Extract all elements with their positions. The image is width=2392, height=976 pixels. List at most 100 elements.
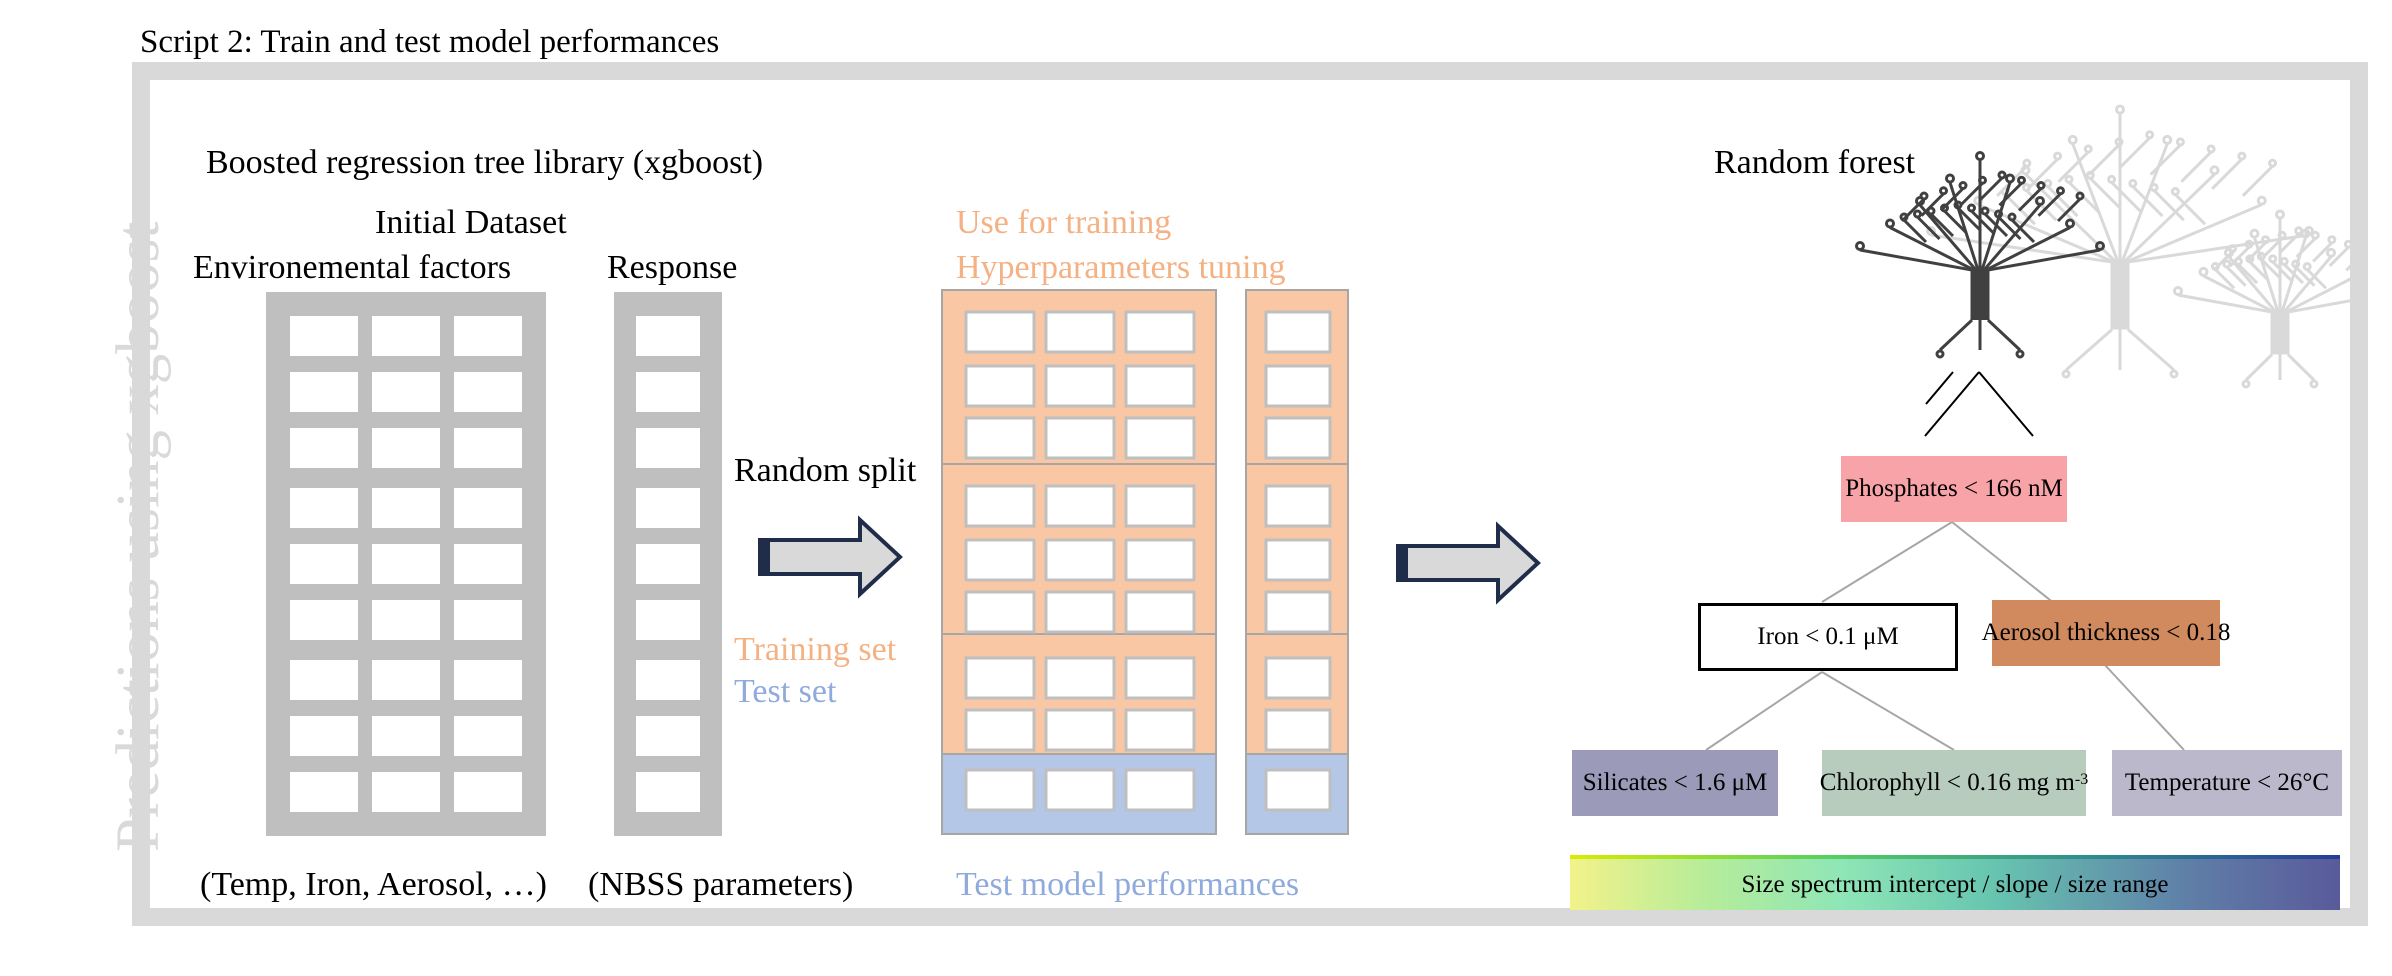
color-legend-bar: Size spectrum intercept / slope / size r…: [1570, 855, 2340, 910]
split-cell: [964, 484, 1036, 528]
split-cell: [1264, 310, 1332, 354]
split-cell: [1264, 590, 1332, 634]
response-cell: [636, 660, 700, 700]
split-cell: [964, 708, 1036, 752]
env-label: Environemental factors: [193, 249, 512, 286]
split-cell: [1264, 656, 1332, 700]
env-cell: [372, 316, 440, 356]
split-cell: [1264, 364, 1332, 408]
split-cell: [964, 538, 1036, 582]
env-cell: [454, 488, 522, 528]
env-cell: [454, 544, 522, 584]
env-cell: [290, 544, 358, 584]
response-cell: [636, 544, 700, 584]
test-set-label: Test set: [734, 673, 837, 710]
split-cell: [964, 416, 1036, 460]
node-chlorophyll: Chlorophyll < 0.16 mg m-3: [1819, 750, 2089, 816]
split-cell: [1044, 656, 1116, 700]
response-cell: [636, 428, 700, 468]
split-cell: [1124, 656, 1196, 700]
split-cell: [1124, 484, 1196, 528]
split-cell: [1044, 768, 1116, 812]
node-phosphates: Phosphates < 166 nM: [1841, 456, 2067, 522]
split-cell: [1264, 484, 1332, 528]
env-cell: [372, 428, 440, 468]
test-performances-label: Test model performances: [956, 866, 1300, 903]
left-heading: Boosted regression tree library (xgboost…: [206, 144, 764, 181]
response-cell: [636, 600, 700, 640]
response-cell: [636, 488, 700, 528]
response-cell: [636, 372, 700, 412]
split-cell: [964, 768, 1036, 812]
env-cell: [290, 316, 358, 356]
node-iron: Iron < 0.1 μM: [1698, 603, 1958, 671]
split-cell: [1044, 364, 1116, 408]
split-cell: [1044, 416, 1116, 460]
split-cell: [964, 590, 1036, 634]
env-cell: [290, 772, 358, 812]
env-cell: [290, 660, 358, 700]
node-aerosol-thickness: Aerosol thickness < 0.18: [1982, 600, 2230, 666]
response-footer: (NBSS parameters): [588, 866, 854, 903]
env-cell: [372, 372, 440, 412]
env-cell: [372, 716, 440, 756]
env-cell: [454, 428, 522, 468]
split-cell: [1124, 768, 1196, 812]
use-for-training-label: Use for training: [956, 204, 1172, 241]
env-cell: [290, 488, 358, 528]
env-cell: [290, 600, 358, 640]
split-cell: [1044, 590, 1116, 634]
env-cell: [290, 428, 358, 468]
env-cell: [372, 600, 440, 640]
model-arrow: [1396, 521, 1541, 605]
random-forest-tree-icon: [1855, 104, 2360, 389]
split-cell: [1044, 538, 1116, 582]
random-forest-heading: Random forest: [1714, 144, 1916, 181]
env-cell: [454, 772, 522, 812]
env-footer: (Temp, Iron, Aerosol, …): [200, 866, 547, 903]
node-temperature: Temperature < 26°C: [2112, 750, 2342, 816]
split-cell: [964, 310, 1036, 354]
env-cell: [454, 372, 522, 412]
env-cell: [454, 316, 522, 356]
env-cell: [454, 716, 522, 756]
split-cell: [1264, 768, 1332, 812]
env-cell: [290, 372, 358, 412]
env-cell: [372, 772, 440, 812]
env-cell: [372, 488, 440, 528]
env-cell: [372, 544, 440, 584]
split-cell: [1124, 416, 1196, 460]
side-title: Predictions using xgboost: [105, 221, 172, 852]
split-cell: [1044, 708, 1116, 752]
page-title: Script 2: Train and test model performan…: [140, 24, 720, 60]
hyperparameters-tuning-label: Hyperparameters tuning: [956, 249, 1286, 286]
env-factors-grid: [266, 292, 546, 836]
node-chlorophyll-label: Chlorophyll < 0.16 mg m: [1819, 769, 2075, 796]
response-cell: [636, 772, 700, 812]
split-cell: [964, 364, 1036, 408]
env-cell: [454, 660, 522, 700]
env-cell: [454, 600, 522, 640]
node-chlorophyll-exponent: -3: [2074, 771, 2089, 788]
split-cell: [1044, 310, 1116, 354]
split-cell: [1124, 364, 1196, 408]
split-cell: [1124, 708, 1196, 752]
response-column: [614, 292, 722, 836]
split-cell: [1124, 590, 1196, 634]
response-cell: [636, 716, 700, 756]
response-label: Response: [607, 249, 738, 286]
split-cell: [1124, 310, 1196, 354]
node-silicates: Silicates < 1.6 μM: [1572, 750, 1778, 816]
split-cell: [1264, 708, 1332, 752]
decision-tree-edges: [1925, 371, 1954, 405]
split-cell: [1264, 538, 1332, 582]
train-test-split-block: [941, 289, 1349, 835]
split-cell: [964, 656, 1036, 700]
dataset-title: Initial Dataset: [375, 204, 567, 241]
split-cell: [1124, 538, 1196, 582]
training-set-label: Training set: [734, 631, 897, 668]
env-cell: [372, 660, 440, 700]
split-cell: [1044, 484, 1116, 528]
response-cell: [636, 316, 700, 356]
random-split-label: Random split: [734, 452, 917, 489]
